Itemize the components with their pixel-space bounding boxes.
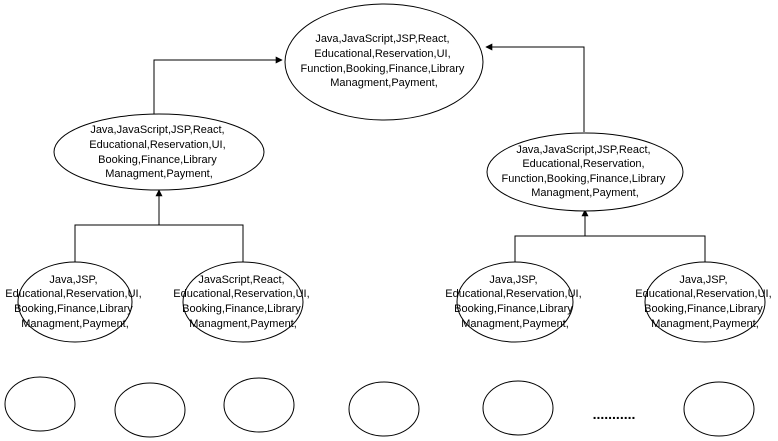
node-root-line-2: Educational,Reservation,UI, <box>314 48 450 60</box>
node-leaf-1: Java,JSP, Educational,Reservation,UI, Bo… <box>5 261 144 343</box>
node-mid-right-line-4: Managment,Payment, <box>531 187 639 199</box>
edge-leaf4 <box>585 235 706 263</box>
node-leaf-4: Java,JSP, Educational,Reservation,UI, Bo… <box>635 261 774 343</box>
node-leaf-2-label: JavaScript,React, Educational,Reservatio… <box>173 274 312 330</box>
node-mid-left-line-2: Educational,Reservation,UI, <box>89 139 225 151</box>
node-leaf-2-line-4: Managment,Payment, <box>189 318 297 330</box>
node-leaf-1-line-2: Educational,Reservation,UI, <box>5 288 141 300</box>
node-leaf-3: Java,JSP, Educational,Reservation,UI, Bo… <box>445 261 584 343</box>
node-mid-left-line-4: Managment,Payment, <box>105 168 213 180</box>
node-leaf-3-shape <box>456 261 574 343</box>
edge-leaf3 <box>514 235 585 263</box>
node-root-line-4: Managment,Payment, <box>330 77 438 89</box>
node-root: Java,JavaScript,JSP,React, Educational,R… <box>284 3 484 121</box>
node-mid-right-line-2: Educational,Reservation, <box>522 158 644 170</box>
node-root-line-1: Java,JavaScript,JSP,React, <box>315 33 449 45</box>
edge-leaf2 <box>159 224 244 263</box>
node-leaf-2-line-2: Educational,Reservation,UI, <box>173 288 309 300</box>
node-leaf-2-line-1: JavaScript,React, <box>198 274 284 286</box>
empty-node <box>482 380 554 436</box>
node-mid-right-line-3: Function,Booking,Finance,Library <box>502 173 666 185</box>
node-leaf-1-line-3: Booking,Finance,Library <box>14 303 133 315</box>
node-leaf-3-line-1: Java,JSP, <box>489 274 537 286</box>
node-leaf-4-label: Java,JSP, Educational,Reservation,UI, Bo… <box>635 274 774 330</box>
node-root-line-3: Function,Booking,Finance,Library <box>301 63 465 75</box>
edge-midright-root <box>485 43 585 132</box>
connectors <box>74 43 706 263</box>
node-mid-left-shape <box>53 113 265 191</box>
edge-leaf1 <box>74 224 159 263</box>
node-leaf-4-shape <box>644 261 766 343</box>
node-leaf-3-line-3: Booking,Finance,Library <box>454 303 573 315</box>
empty-node <box>4 376 76 432</box>
empty-node <box>223 377 295 433</box>
node-root-label: Java,JavaScript,JSP,React, Educational,R… <box>301 33 468 89</box>
node-leaf-1-line-1: Java,JSP, <box>49 274 97 286</box>
node-mid-right-shape <box>486 132 684 212</box>
node-root-shape <box>284 3 484 121</box>
node-mid-right: Java,JavaScript,JSP,React, Educational,R… <box>486 132 684 212</box>
node-leaf-3-label: Java,JSP, Educational,Reservation,UI, Bo… <box>445 274 584 330</box>
node-mid-left: Java,JavaScript,JSP,React, Educational,R… <box>53 113 265 191</box>
node-mid-left-line-1: Java,JavaScript,JSP,React, <box>90 124 224 136</box>
node-leaf-4-line-4: Managment,Payment, <box>651 318 759 330</box>
node-leaf-1-shape <box>17 261 133 343</box>
node-mid-left-line-3: Booking,Finance,Library <box>98 154 217 166</box>
node-leaf-4-line-2: Educational,Reservation,UI, <box>635 288 771 300</box>
node-leaf-2: JavaScript,React, Educational,Reservatio… <box>173 261 312 343</box>
node-leaf-3-line-4: Managment,Payment, <box>461 318 569 330</box>
empty-nodes-row <box>4 376 755 438</box>
node-mid-left-label: Java,JavaScript,JSP,React, Educational,R… <box>89 124 228 180</box>
empty-node <box>114 382 186 438</box>
node-leaf-3-line-2: Educational,Reservation,UI, <box>445 288 581 300</box>
node-leaf-4-line-3: Booking,Finance,Library <box>644 303 763 315</box>
node-leaf-2-line-3: Booking,Finance,Library <box>182 303 301 315</box>
edge-midleft-root <box>153 56 283 115</box>
node-mid-right-label: Java,JavaScript,JSP,React, Educational,R… <box>502 144 669 199</box>
node-leaf-1-line-4: Managment,Payment, <box>21 318 129 330</box>
empty-node <box>348 381 420 437</box>
node-mid-right-line-1: Java,JavaScript,JSP,React, <box>516 144 650 156</box>
empty-node <box>683 381 755 437</box>
node-leaf-2-shape <box>182 261 304 343</box>
ellipsis-more: ........... <box>593 406 636 422</box>
node-leaf-4-line-1: Java,JSP, <box>679 274 727 286</box>
node-leaf-1-label: Java,JSP, Educational,Reservation,UI, Bo… <box>5 274 144 330</box>
